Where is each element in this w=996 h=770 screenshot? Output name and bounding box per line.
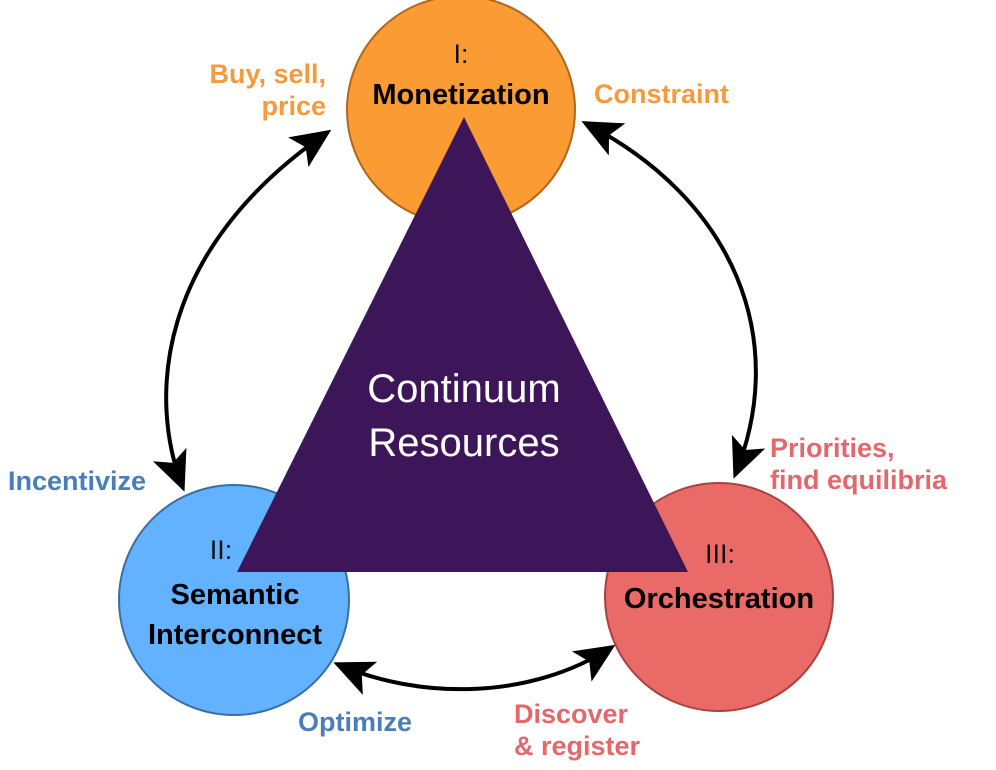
- semantic-numeral: II:: [209, 535, 233, 565]
- center-line2: Resources: [368, 421, 560, 465]
- orchestration-label: Orchestration: [623, 583, 815, 615]
- incentivize-label: Incentivize: [8, 466, 147, 496]
- semantic-label-line2: Interconnect: [147, 619, 323, 651]
- continuum-resources-triangle: [237, 117, 688, 572]
- monetization-numeral: I:: [453, 39, 469, 69]
- center-line1: Continuum: [367, 367, 561, 411]
- priorities-label: Priorities, find equilibria: [770, 433, 948, 496]
- monetization-label: Monetization: [372, 79, 550, 111]
- constraint-label: Constraint: [594, 79, 729, 109]
- arrow-semantic-orchestration: [333, 644, 616, 695]
- optimize-label: Optimize: [298, 707, 413, 737]
- arrow-monetization-semantic: [152, 129, 332, 492]
- arrow-monetization-orchestration: [581, 121, 766, 479]
- discover-register-label: Discover & register: [514, 699, 641, 762]
- semantic-label-line1: Semantic: [170, 579, 300, 611]
- buy-sell-price-label: Buy, sell, price: [209, 59, 326, 122]
- orchestration-numeral: III:: [704, 539, 735, 569]
